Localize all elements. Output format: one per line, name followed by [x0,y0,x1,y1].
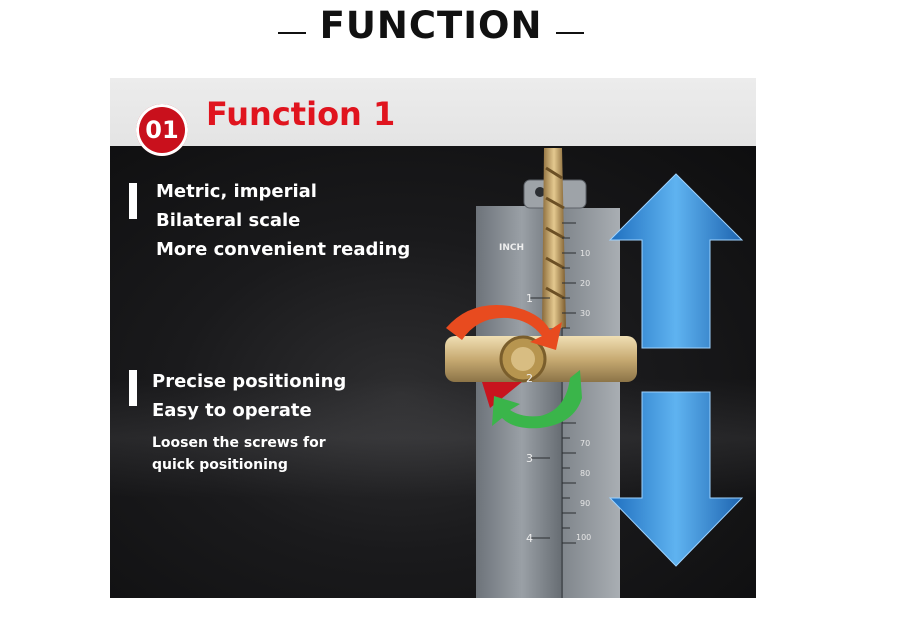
mm-mark: 30 [580,309,590,318]
ruler-unit-label: INCH [499,243,524,253]
mm-mark: 80 [580,469,590,478]
feature-note: quick positioning [152,457,288,473]
inch-mark: 2 [526,372,533,385]
down-arrow-icon [608,391,744,567]
drill-bit [542,148,566,328]
feature-text: Precise positioning [152,371,347,392]
inch-mark: 4 [526,532,533,545]
bullet-bar [129,183,137,219]
product-illustration: INCH 1 2 3 4 10 20 30 70 80 90 100 [445,148,744,598]
mm-mark: 20 [580,279,590,288]
mm-mark: 90 [580,499,590,508]
panel-top-band [110,78,756,146]
rotate-red-arrow-icon [446,304,562,350]
function-number-badge: 01 [136,104,188,156]
inch-mark: 1 [526,292,533,305]
feature-text: More convenient reading [156,239,411,260]
header-rule-right [556,32,584,34]
header-rule-left [278,32,306,34]
page-title: FUNCTION [319,4,543,47]
up-arrow-icon [608,173,744,349]
inch-mark: 3 [526,452,533,465]
feature-text: Bilateral scale [156,210,301,231]
mm-mark: 70 [580,439,590,448]
feature-text: Easy to operate [152,400,312,421]
rotate-green-arrow-icon [492,370,582,429]
header: FUNCTION [0,4,900,48]
feature-note: Loosen the screws for [152,435,326,451]
function-heading: Function 1 [206,95,396,133]
bullet-bar [129,370,137,406]
feature-text: Metric, imperial [156,181,317,202]
mm-mark: 10 [580,249,590,258]
mm-mark: 100 [576,533,591,542]
function-panel: INCH 1 2 3 4 10 20 30 70 80 90 100 01 Fu… [110,78,756,598]
